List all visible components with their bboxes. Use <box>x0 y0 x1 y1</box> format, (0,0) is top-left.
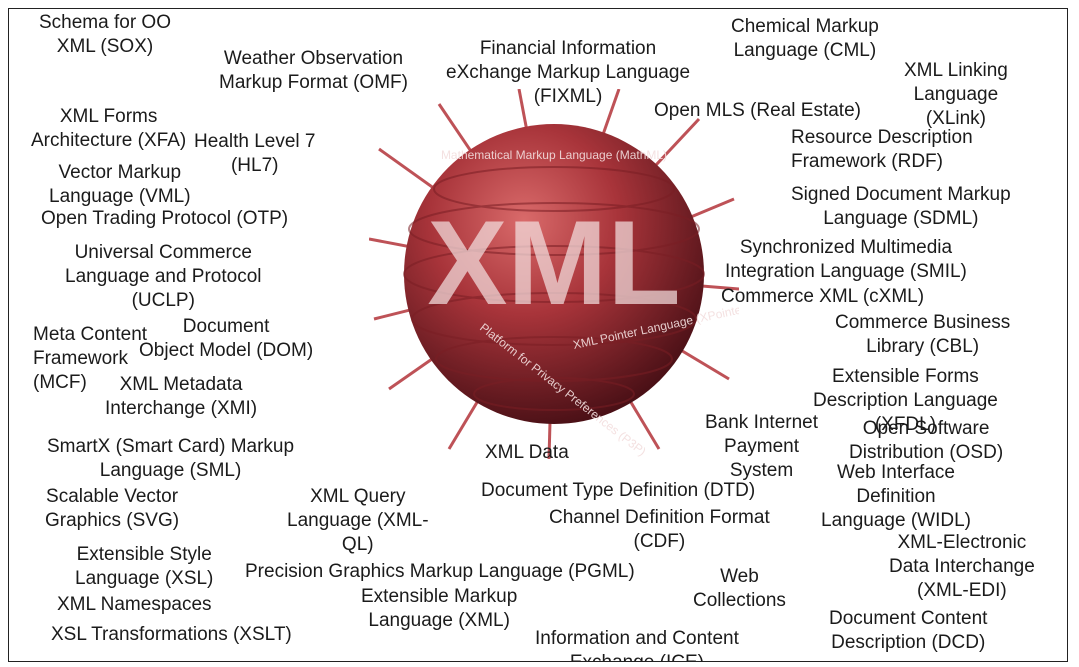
label-open-mls: Open MLS (Real Estate) <box>654 100 861 121</box>
label-otp: Open Trading Protocol (OTP) <box>41 208 289 229</box>
label-ice: Information and ContentExchange (ICE) <box>535 628 739 661</box>
label-cdf: Channel Definition Format(CDF) <box>549 507 770 552</box>
diagram-frame: XML Mathematical Markup Language (MathML… <box>8 8 1068 662</box>
label-pgml: Precision Graphics Markup Language (PGML… <box>245 561 635 582</box>
label-xml-namespaces: XML Namespaces <box>57 594 212 615</box>
label-xslt: XSL Transformations (XSLT) <box>51 624 292 645</box>
label-xml-data: XML Data <box>485 442 569 463</box>
sphere-graphic: XML Mathematical Markup Language (MathML… <box>368 88 750 460</box>
sphere-title: XML <box>427 196 680 330</box>
inner-label-mathml: Mathematical Markup Language (MathML) <box>441 148 667 162</box>
label-hl7: Health Level 7(HL7) <box>194 131 316 176</box>
xml-sphere: XML Mathematical Markup Language (MathML… <box>368 88 750 460</box>
label-cxml: Commerce XML (cXML) <box>721 286 925 307</box>
sphere-bands <box>403 166 705 411</box>
label-dtd: Document Type Definition (DTD) <box>481 480 756 501</box>
